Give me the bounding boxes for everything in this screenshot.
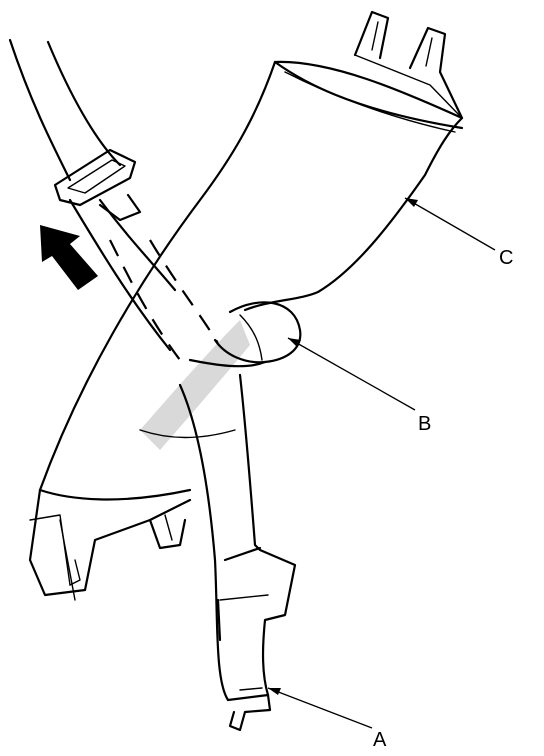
seat-belt-webbing [8, 38, 226, 361]
lower-trim-base [28, 488, 192, 601]
removal-direction-arrow-icon [40, 225, 98, 290]
leader-b [287, 337, 416, 411]
callout-b: B [418, 413, 432, 435]
belt-guide-clip [53, 148, 142, 222]
lower-pillar-trim [178, 373, 297, 732]
callout-a: A [373, 729, 387, 751]
upper-pillar-trim [38, 10, 464, 501]
callout-c: C [499, 247, 514, 269]
leader-a [267, 687, 373, 729]
leader-c [404, 197, 496, 251]
